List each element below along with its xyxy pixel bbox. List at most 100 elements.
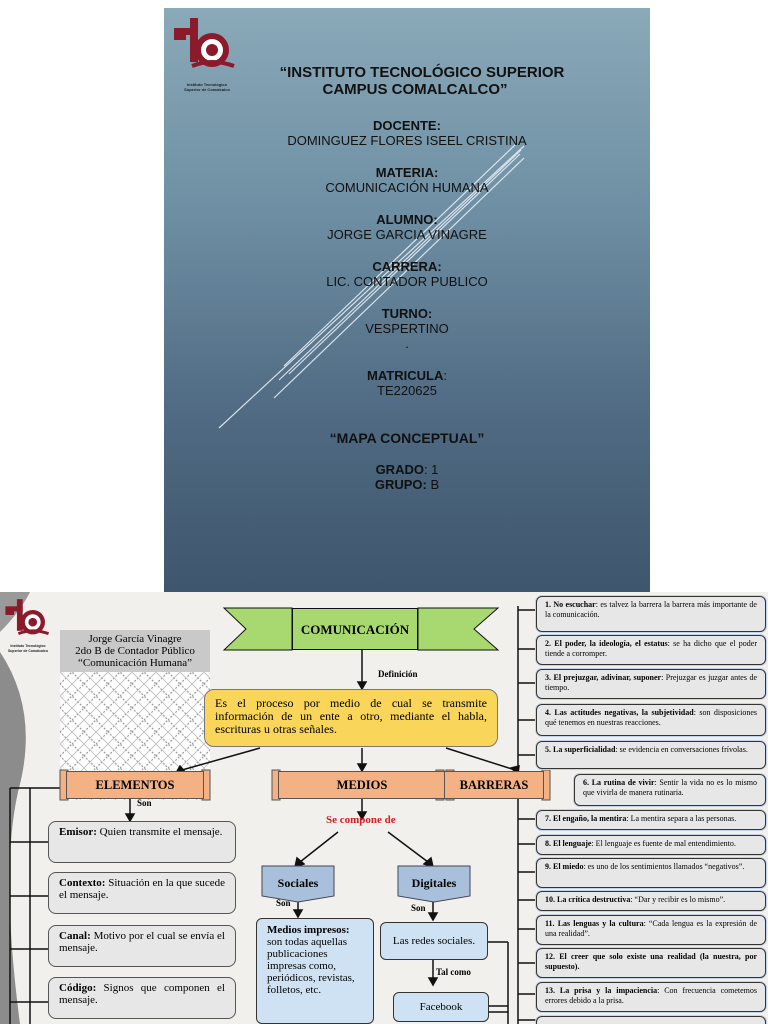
barrier-term: 6. La rutina de vivir [583,778,655,787]
carrera-label: CARRERA: [372,259,442,274]
element-term: Canal: [59,930,91,942]
barrier-desc: : El lenguaje es fuente de mal entendimi… [591,839,736,848]
barrier-item: 2. El poder, la ideología, el estatus: s… [536,635,766,665]
barrier-item: 10. La crítica destructiva: “Dar y recib… [536,891,766,911]
alumno-section: ALUMNO: JORGE GARCIA VINAGRE [164,212,650,242]
barrier-item: 9. El miedo: es uno de los sentimientos … [536,858,766,888]
turno-value: VESPERTINO [365,321,449,336]
matricula-value: TE220625 [377,383,437,398]
barrier-item: 11. Las lenguas y la cultura: “Cada leng… [536,915,766,945]
sociales-tab: Sociales [277,876,319,890]
barrier-item: 3. El prejuzgar, adivinar, suponer: Prej… [536,669,766,699]
institute-name-line2: CAMPUS COMALCALCO” [322,81,508,98]
element-contexto: Contexto: Situación en la que sucede el … [48,872,236,914]
logo-caption: Instituto Tecnológico Superior de Comalc… [0,644,56,654]
barrier-term: 12. El creer que solo existe una realida… [545,952,757,971]
alumno-value: JORGE GARCIA VINAGRE [327,227,487,242]
barrier-item: 4. Las actitudes negativas, la subjetivi… [536,704,766,736]
tal-como-label: Tal como [436,967,471,977]
grupo-value: B [426,477,440,492]
barrier-desc: : es uno de los sentimientos llamados “n… [583,862,745,871]
barrier-term: 3. El prejuzgar, adivinar, suponer [545,673,662,682]
author-group: 2do B de Contador Público [75,645,195,657]
carrera-value: LIC. CONTADOR PUBLICO [326,274,488,289]
barrier-item: 6. La rutina de vivir: Sentir la vida no… [574,774,766,806]
alumno-label: ALUMNO: [376,212,438,227]
barrier-desc: : Con frecuencia cometemos errores debid… [545,986,758,1005]
element-term: Emisor: [59,826,97,838]
barrier-term: 9. El miedo [545,862,584,871]
barrier-desc: : Sentir la vida no es lo mismo que vivi… [583,778,757,797]
barrier-item: 8. El lenguaje: El lenguaje es fuente de… [536,835,766,855]
barrier-desc: : “Cada lengua es la expresión de una re… [545,919,758,938]
barrier-item-partial [536,1016,766,1024]
element-desc: Quien transmite el mensaje. [96,826,223,838]
barrier-term: 11. Las lenguas y la cultura [545,919,644,928]
barrier-term: 2. El poder, la ideología, el estatus [545,639,668,648]
barrier-term: 10. La crítica destructiva [545,895,631,904]
logo-caption-line: Instituto Tecnológico [186,82,228,87]
element-desc: Signos que componen el mensaje. [59,982,225,1006]
matricula-colon: : [443,368,447,383]
facebook-box: Facebook [393,992,489,1022]
barrier-term: 7. El engaño, la mentira [545,814,627,823]
main-concept-title: COMUNICACIÓN [292,608,418,650]
document-type: “MAPA CONCEPTUAL” [329,430,485,446]
barrier-term: 8. El lenguaje [545,839,592,848]
barrier-term: 13. La prisa y la impaciencia [545,986,658,995]
medios-impresos-term: Medios impresos: [267,924,350,936]
barrier-term: 1. No escuchar [545,600,596,609]
turno-label: TURNO: [381,306,433,321]
barrier-desc: : La mentira separa a las personas. [626,814,737,823]
institute-name-line1: “INSTITUTO TECNOLÓGICO SUPERIOR [279,64,565,81]
elementos-son-label: Son [137,798,152,808]
institute-logo-icon [5,599,50,636]
barrier-desc: : “Dar y recibir es lo mismo”. [630,895,726,904]
barrier-item: 13. La prisa y la impaciencia: Con frecu… [536,982,766,1012]
matricula-label: MATRICULA [367,368,444,383]
concept-map-page: Instituto Tecnológico Superior de Comalc… [0,592,768,1024]
logo-caption-line: Instituto Tecnológico [10,644,46,648]
element-desc: Situación en la que sucede el mensaje. [59,877,225,901]
medios-heading: MEDIOS [278,771,446,799]
grado-label: GRADO [375,462,424,477]
definition-box: Es el proceso por medio de cual se trans… [204,689,498,747]
logo-caption-line: Superior de Comalcalco [7,649,49,653]
author-course: “Comunicación Humana” [78,657,192,669]
grado-value: : 1 [423,462,439,477]
barreras-heading: BARRERAS [444,771,544,799]
element-term: Contexto: [59,877,106,889]
se-compone-de-label: Se compone de [326,814,396,826]
medios-impresos-desc: son todas aquellas publicaciones impresa… [267,936,355,996]
docente-section: DOCENTE: DOMINGUEZ FLORES ISEEL CRISTINA [164,118,650,148]
element-codigo: Código: Signos que componen el mensaje. [48,977,236,1019]
element-emisor: Emisor: Quien transmite el mensaje. [48,821,236,863]
barrier-item: 12. El creer que solo existe una realida… [536,948,766,978]
barrier-item: 5. La superficialidad: se evidencia en c… [536,741,766,769]
docente-value: DOMINGUEZ FLORES ISEEL CRISTINA [287,133,527,148]
barrier-desc: : se evidencia en conversaciones frívola… [615,745,748,754]
logo-caption-line: Superior de Comalcalco [184,87,230,92]
matricula-section: MATRICULA: TE220625 [164,368,650,398]
materia-label: MATERIA: [375,165,439,180]
turno-dot: . [405,336,409,351]
author-info: Jorge García Vinagre 2do B de Contador P… [60,630,210,675]
docente-label: DOCENTE: [373,118,441,133]
sociales-son-label: Son [276,898,291,908]
grado-grupo-section: GRADO: 1 GRUPO: B [164,462,650,492]
carrera-section: CARRERA: LIC. CONTADOR PUBLICO [164,259,650,289]
elementos-heading: ELEMENTOS [66,771,204,799]
turno-section: TURNO: VESPERTINO . [164,306,650,351]
author-name: Jorge García Vinagre [88,633,182,645]
materia-section: MATERIA: COMUNICACIÓN HUMANA [164,165,650,195]
medios-impresos-box: Medios impresos: son todas aquellas publ… [256,918,374,1024]
redes-sociales-box: Las redes sociales. [380,922,488,960]
barrier-desc: : es talvez la barrera la barrera más im… [545,600,757,619]
element-term: Código: [59,982,97,994]
institute-name: “INSTITUTO TECNOLÓGICO SUPERIOR CAMPUS C… [164,64,650,98]
grupo-label: GRUPO: [374,477,427,492]
barrier-desc: : Prejuzgar es juzgar antes de tiempo. [545,673,758,692]
barrier-item: 7. El engaño, la mentira: La mentira sep… [536,810,766,830]
barrier-term: 4. Las actitudes negativas, la subjetivi… [545,708,694,717]
barrier-desc: : se ha dicho que el poder tiende a corr… [545,639,758,658]
